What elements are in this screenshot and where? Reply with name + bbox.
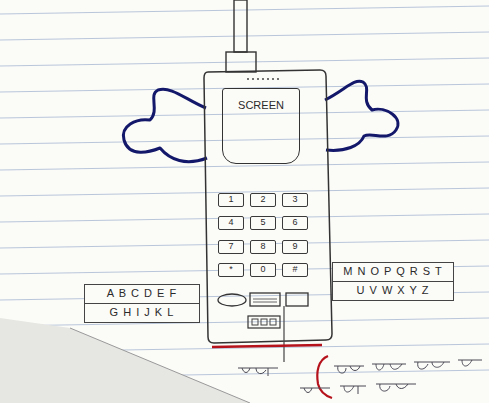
letter-panel: U V W X Y Z <box>332 281 454 301</box>
key-label: 9 <box>283 241 307 252</box>
soft-key <box>218 294 246 306</box>
key-label: 7 <box>219 241 243 252</box>
letter-row: U V W X Y Z <box>337 282 449 299</box>
letter-row: A B C D E F <box>89 285 195 302</box>
keypad-key: 2 <box>250 193 276 207</box>
letter-panel: G H I J K L <box>84 303 200 323</box>
letter-panel: M N O P Q R S T <box>332 262 454 282</box>
left-wing <box>123 89 207 161</box>
key-label: 8 <box>251 241 275 252</box>
antenna <box>234 0 247 52</box>
key-label: * <box>219 264 243 275</box>
key-label: 0 <box>251 264 275 275</box>
mic-key <box>248 316 280 328</box>
ruled-lines <box>0 6 489 378</box>
keypad-key: * <box>218 263 244 277</box>
key-label: 4 <box>219 217 243 228</box>
speaker-dots <box>247 78 279 80</box>
keypad-key: 7 <box>218 240 244 254</box>
keypad-key: 6 <box>282 216 308 230</box>
keypad-key: 3 <box>282 193 308 207</box>
key-label: # <box>283 264 307 275</box>
leader-line <box>283 306 284 362</box>
letter-row: M N O P Q R S T <box>337 263 449 280</box>
handwriting <box>238 360 482 394</box>
soft-key <box>286 293 308 306</box>
key-scribble <box>253 299 277 302</box>
soft-key <box>250 293 280 306</box>
key-label: 3 <box>283 194 307 205</box>
letter-panel: A B C D E F <box>84 284 200 304</box>
keypad-key: 1 <box>218 193 244 207</box>
key-label: 5 <box>251 217 275 228</box>
screen-label: SCREEN <box>223 99 299 112</box>
key-label: 6 <box>283 217 307 228</box>
page-corner <box>0 318 250 403</box>
key-label: 1 <box>219 194 243 205</box>
antenna-base <box>226 52 256 72</box>
keypad-key: 4 <box>218 216 244 230</box>
keypad-key: 5 <box>250 216 276 230</box>
keypad-key: 0 <box>250 263 276 277</box>
red-bracket <box>317 356 332 398</box>
keypad-key: # <box>282 263 308 277</box>
phone-body <box>204 70 332 343</box>
screen-box: SCREEN <box>222 88 300 164</box>
keypad-key: 8 <box>250 240 276 254</box>
page-edge <box>70 328 250 403</box>
right-wing <box>325 81 398 150</box>
keypad-key: 9 <box>282 240 308 254</box>
key-label: 2 <box>251 194 275 205</box>
letter-row: G H I J K L <box>89 304 195 321</box>
red-underline <box>212 345 322 347</box>
